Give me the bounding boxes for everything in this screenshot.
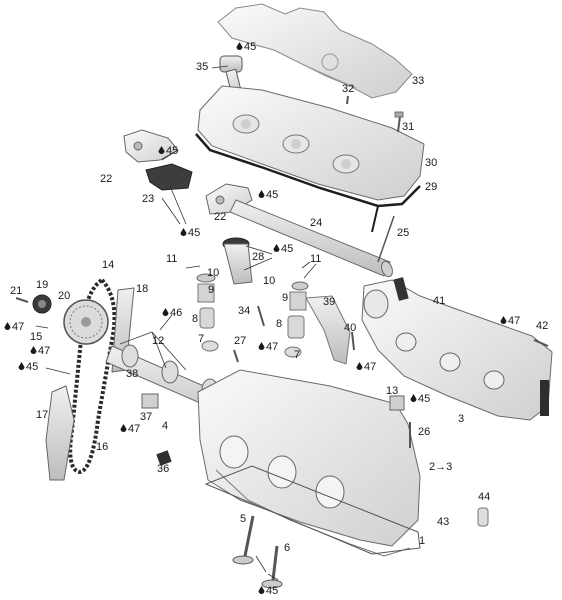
callout-24: 24: [310, 217, 323, 229]
callout-26: 26: [418, 426, 431, 438]
callout-15: 15: [30, 331, 43, 343]
oil-drop-icon: [500, 316, 507, 324]
callout-30: 30: [425, 157, 438, 169]
callout-7-left: 7: [198, 333, 205, 345]
rocker-shaft-24: [229, 199, 395, 278]
oil-drop-icon: [236, 42, 243, 50]
callout-9-right: 9: [282, 292, 289, 304]
callout-47-sprocket: 47: [4, 322, 24, 333]
oil-drop-icon: [258, 190, 265, 198]
callout-31: 31: [402, 121, 415, 133]
cylinder-head-1: [197, 369, 421, 557]
callout-45-filler-cap: 45: [236, 42, 256, 53]
callout-3-right: 3: [458, 413, 465, 425]
callout-14: 14: [102, 259, 115, 271]
oil-drop-icon: [258, 342, 265, 350]
valves-5-6: [232, 515, 283, 589]
cylinder-head-cover-30: [197, 85, 425, 201]
callout-45-valves: 45: [258, 586, 278, 597]
callout-27: 27: [234, 335, 247, 347]
oil-nozzle-28: [222, 237, 253, 285]
oil-drop-icon: [410, 394, 417, 402]
callout-47-bracket: 47: [356, 362, 376, 373]
callout-8-left: 8: [192, 313, 199, 325]
screws-31-32: [346, 95, 404, 133]
callout-28: 28: [252, 251, 265, 263]
oil-drop-icon: [273, 244, 280, 252]
callout-45-rocker-a: 45: [158, 146, 178, 157]
callout-41: 41: [433, 295, 446, 307]
oil-drop-icon: [18, 362, 25, 370]
rocker-arms-22-23: [123, 129, 253, 215]
sprocket-20-tensioner-19: [15, 294, 109, 345]
callout-40: 40: [344, 322, 357, 334]
callout-11-right: 11: [310, 253, 322, 265]
callout-7-right: 7: [294, 349, 301, 361]
callout-23: 23: [142, 193, 155, 205]
callout-13: 13: [386, 385, 399, 397]
callout-5: 5: [240, 513, 247, 525]
callout-4: 4: [162, 420, 169, 432]
callout-2-to-3: 2→3: [429, 461, 453, 473]
callout-47-sensor: 47: [120, 424, 140, 435]
oil-drop-icon: [162, 308, 169, 316]
callout-11-left: 11: [166, 253, 178, 265]
callout-29: 29: [425, 181, 438, 193]
callout-45-chain: 45: [18, 362, 38, 373]
valve-springs-7-8-9-10: [196, 273, 309, 358]
callout-47-manifold: 47: [500, 316, 520, 327]
callout-36: 36: [157, 463, 170, 475]
oil-drop-icon: [180, 228, 187, 236]
callout-1: 1: [419, 535, 426, 547]
callout-47-guide: 47: [258, 342, 278, 353]
callout-22-right: 22: [214, 211, 227, 223]
leader-lines: [35, 65, 317, 581]
callout-20: 20: [58, 290, 71, 302]
callout-45-rocker-c: 45: [258, 190, 278, 201]
callout-43: 43: [437, 516, 450, 528]
callout-45-plate: 45: [410, 394, 430, 405]
callout-45-nozzle: 45: [273, 244, 293, 255]
oil-drop-icon: [4, 322, 11, 330]
oil-drop-icon: [120, 424, 127, 432]
oil-drop-icon: [258, 586, 265, 594]
oil-drop-icon: [158, 146, 165, 154]
callout-35: 35: [196, 61, 209, 73]
callout-42: 42: [536, 320, 549, 332]
callout-6: 6: [284, 542, 291, 554]
callout-47-tensioner: 47: [30, 346, 50, 357]
callout-37: 37: [140, 411, 153, 423]
callout-44: 44: [478, 491, 491, 503]
callout-33: 33: [412, 75, 425, 87]
callout-18: 18: [136, 283, 149, 295]
callout-17: 17: [36, 409, 49, 421]
callout-46: 46: [162, 308, 182, 319]
callout-10-right: 10: [263, 275, 276, 287]
callout-8-right: 8: [276, 318, 283, 330]
callout-45-rocker-b: 45: [180, 228, 200, 239]
oil-drop-icon: [356, 362, 363, 370]
callout-38: 38: [126, 368, 139, 380]
callout-10-left: 10: [207, 267, 220, 279]
callout-16: 16: [96, 441, 109, 453]
callout-19: 19: [36, 279, 49, 291]
gasket-29: [195, 133, 421, 233]
callout-9-left: 9: [208, 284, 215, 296]
head-gasket-2: [204, 465, 421, 555]
callout-32: 32: [342, 83, 355, 95]
callout-34: 34: [238, 305, 251, 317]
misc-small-parts: [141, 295, 549, 527]
exhaust-manifold-41: [361, 277, 553, 421]
heat-shield-33: [217, 3, 413, 99]
oil-drop-icon: [30, 346, 37, 354]
callout-22-left: 22: [100, 173, 113, 185]
callout-39: 39: [323, 296, 336, 308]
callout-12: 12: [152, 335, 165, 347]
callout-25: 25: [397, 227, 410, 239]
callout-21: 21: [10, 285, 23, 297]
